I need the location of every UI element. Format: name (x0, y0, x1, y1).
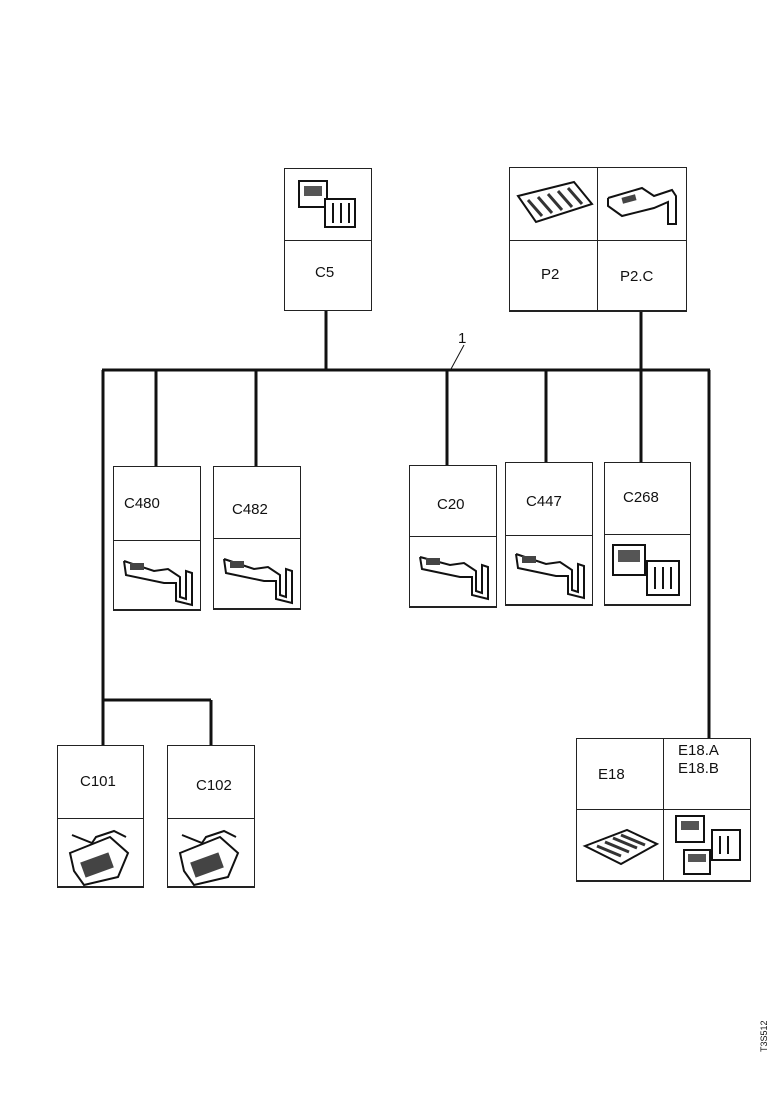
c101-image-cell (57, 818, 144, 888)
c482-label: C482 (232, 501, 268, 518)
e18ab-label-cell: E18.A E18.B (663, 738, 751, 810)
p2-label-cell: P2 (509, 240, 598, 312)
terminal-clip-icon (515, 553, 585, 600)
connector-c268: C268 (604, 462, 691, 606)
e18a-label: E18.A (678, 742, 719, 759)
large-connector-icon (68, 829, 130, 887)
callout-leader (450, 344, 465, 370)
c268-label: C268 (623, 489, 659, 506)
p2c-label: P2.C (620, 268, 654, 285)
p2c-label-cell: P2.C (597, 240, 687, 312)
connector-c5: C5 (284, 168, 372, 311)
e18-label-cell: E18 (576, 738, 664, 810)
terminal-clip-icon (419, 556, 489, 601)
c20-label: C20 (437, 496, 465, 513)
e18b-label: E18.B (678, 760, 719, 777)
callout-number: 1 (458, 330, 467, 347)
connector-p2-group: P2 P2.C (509, 167, 687, 312)
p2c-image-cell (597, 167, 687, 241)
e18ab-image-cell (663, 809, 751, 882)
c102-label: C102 (196, 777, 232, 794)
c20-image-cell (409, 536, 497, 608)
large-connector-icon (178, 829, 240, 887)
c480-label: C480 (124, 495, 160, 512)
terminal-clip-icon (607, 186, 677, 225)
c447-image-cell (505, 535, 593, 606)
e18-image-cell (576, 809, 664, 882)
connector-c20: C20 (409, 465, 497, 608)
c268-image-cell (604, 534, 691, 606)
multi-pin-housing-icon (582, 828, 660, 866)
connector-c101: C101 (57, 745, 144, 888)
c480-image-cell (113, 540, 201, 611)
c5-label: C5 (315, 264, 335, 281)
connector-c447: C447 (505, 462, 593, 606)
connector-c480: C480 (113, 466, 201, 611)
figure-id: T3S512 (759, 1020, 769, 1052)
connector-pair-icon (298, 180, 356, 228)
connector-pair-icon (612, 544, 680, 596)
multi-pin-housing-icon (516, 180, 594, 224)
c5-image-cell (284, 168, 372, 241)
c447-label: C447 (526, 493, 562, 510)
terminal-clip-icon (223, 558, 293, 605)
connector-e18-group: E18 E18.A E18.B (576, 738, 751, 882)
c482-image-cell (213, 538, 301, 610)
connector-c102: C102 (167, 745, 255, 888)
connector-pair-icon (675, 815, 741, 875)
e18-label: E18 (598, 766, 625, 783)
terminal-clip-icon (123, 560, 193, 607)
p2-image-cell (509, 167, 598, 241)
c102-image-cell (167, 818, 255, 888)
p2-label: P2 (541, 266, 560, 283)
connector-c482: C482 (213, 466, 301, 610)
c101-label: C101 (80, 773, 116, 790)
